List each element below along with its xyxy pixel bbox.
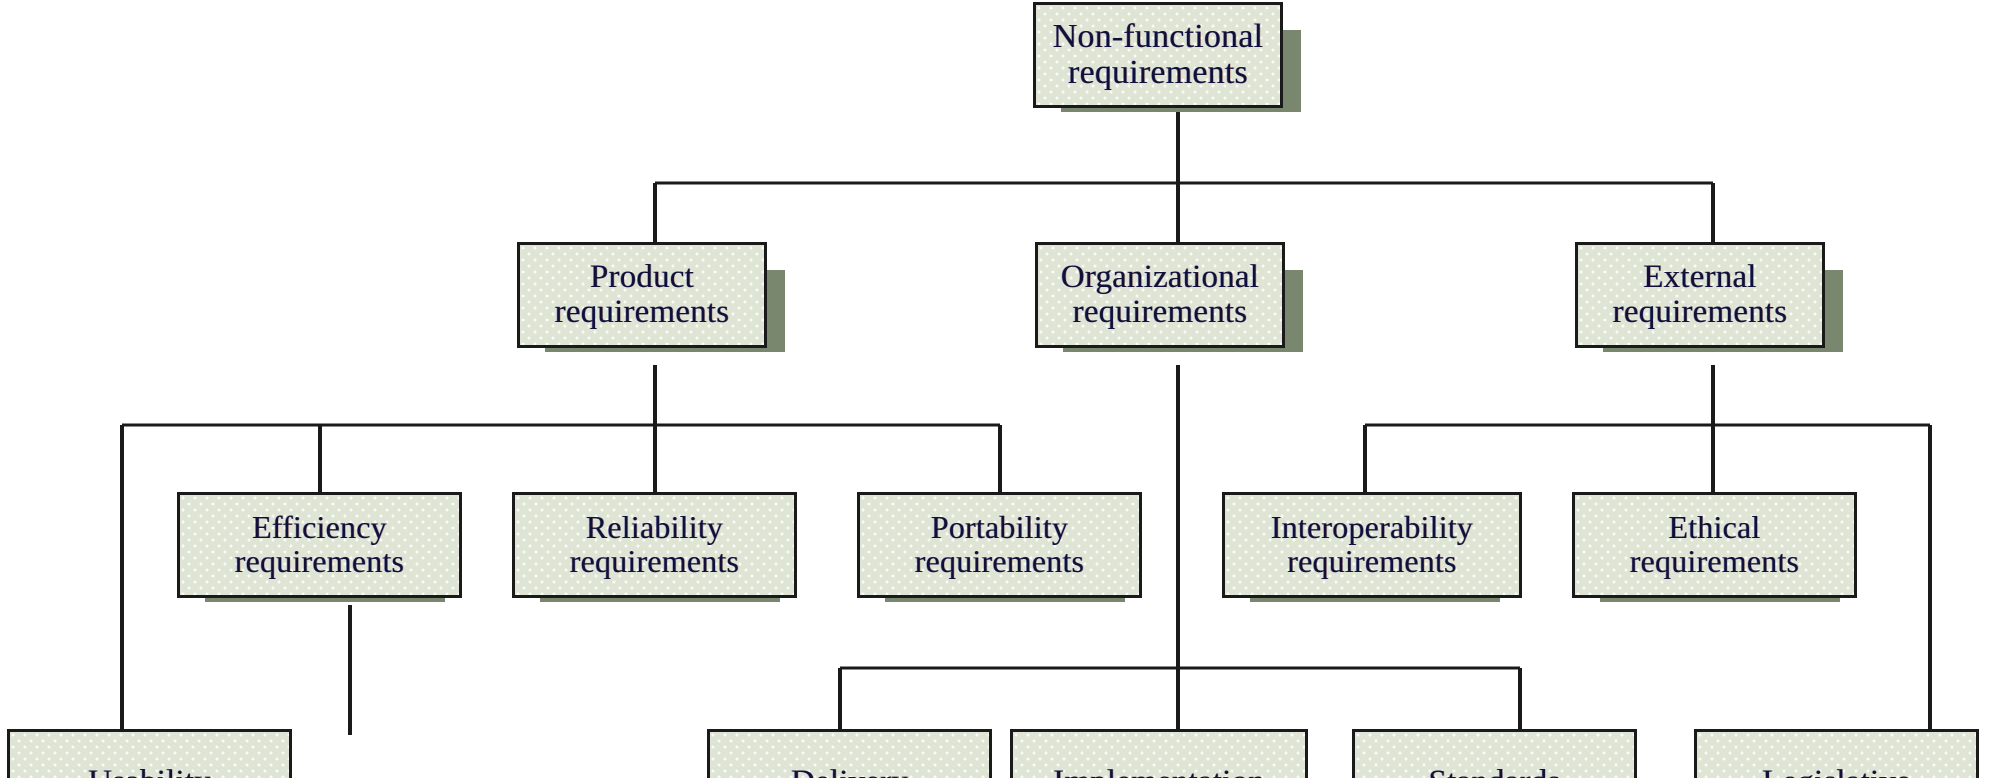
node-label-line1: Delivery [791, 764, 908, 778]
node-label-line1: Efficiency [252, 509, 387, 546]
node-label-line1: Ethical [1668, 509, 1761, 546]
node-label-line1: Portability [930, 509, 1069, 546]
node-label-line1: Implementation [1053, 764, 1265, 778]
node-delivery[interactable]: Delivery [707, 729, 992, 778]
node-label-line1: Standards [1429, 764, 1561, 778]
node-label-line1: Non-functional [1052, 17, 1264, 55]
node-label-line1: Usability [88, 764, 211, 778]
node-standards[interactable]: Standards [1352, 729, 1637, 778]
node-label-line1: Reliability [585, 509, 724, 546]
node-label-line2: requirements [914, 543, 1085, 579]
node-label-line1: Organizational [1060, 259, 1260, 296]
node-label-line1: External [1643, 259, 1757, 296]
node-usability[interactable]: Usability [7, 729, 292, 778]
node-external-requirements[interactable]: External requirements [1575, 242, 1825, 348]
node-label-line2: requirements [1629, 543, 1800, 579]
node-label-line2: requirements [1612, 294, 1788, 330]
node-portability-requirements[interactable]: Portability requirements [857, 492, 1142, 598]
node-organizational-requirements[interactable]: Organizational requirements [1035, 242, 1285, 348]
node-non-functional-requirements[interactable]: Non-functional requirements [1033, 2, 1283, 108]
node-ethical-requirements[interactable]: Ethical requirements [1572, 492, 1857, 598]
node-efficiency-requirements[interactable]: Efficiency requirements [177, 492, 462, 598]
node-label-line1: Product [589, 259, 695, 296]
node-interoperability-requirements[interactable]: Interoperability requirements [1222, 492, 1522, 598]
node-label-line2: requirements [569, 543, 740, 579]
node-legislative[interactable]: Legislative [1694, 729, 1979, 778]
node-label-line1: Interoperability [1270, 509, 1474, 546]
node-label-line2: requirements [234, 543, 405, 579]
node-label-line2: requirements [1072, 294, 1248, 330]
node-reliability-requirements[interactable]: Reliability requirements [512, 492, 797, 598]
node-label-line2: requirements [1287, 543, 1457, 579]
node-label-line2: requirements [1068, 54, 1248, 91]
node-label-line2: requirements [554, 294, 730, 330]
node-product-requirements[interactable]: Product requirements [517, 242, 767, 348]
node-implementation[interactable]: Implementation [1010, 729, 1308, 778]
node-label-line1: Legislative [1762, 764, 1911, 778]
